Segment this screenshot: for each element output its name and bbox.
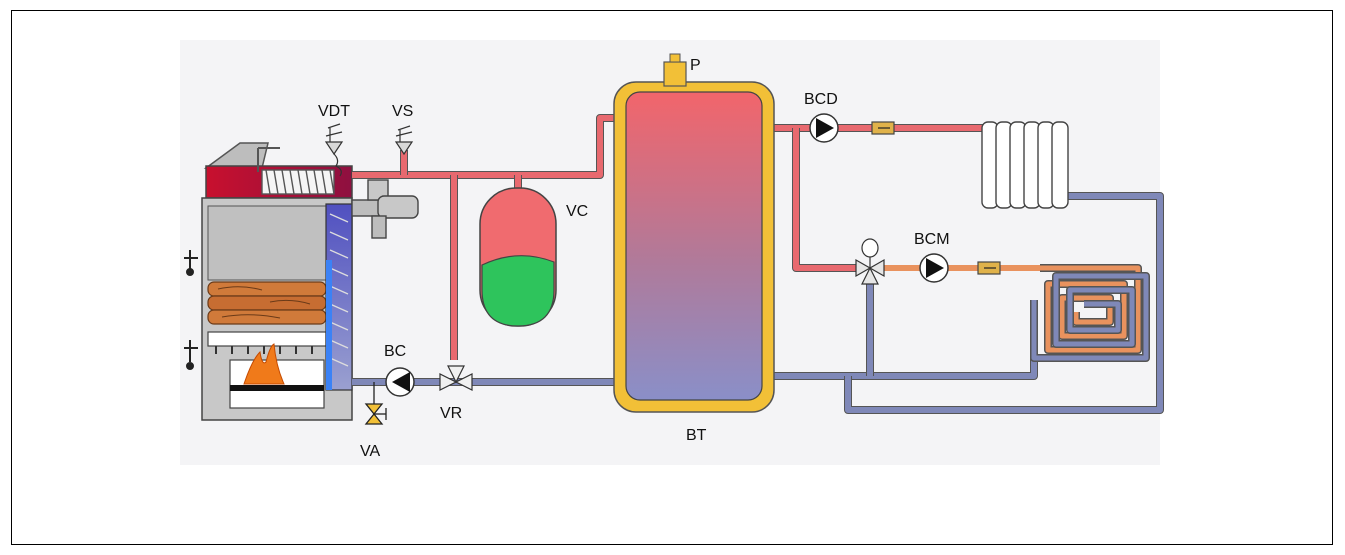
expansion-vessel — [479, 187, 557, 327]
label-bcd: BCD — [804, 91, 838, 108]
thermal-discharge-valve-vdt-icon — [324, 123, 344, 177]
air-purge-icon — [663, 61, 687, 87]
radiator-icon — [981, 121, 1069, 209]
pump-bcd-icon — [809, 113, 839, 143]
boiler — [184, 142, 419, 421]
label-bcm: BCM — [914, 231, 950, 248]
label-bt: BT — [686, 427, 707, 444]
thermostatic-mixing-valve-icon — [855, 238, 885, 285]
door-handle-icon — [184, 250, 198, 370]
label-va: VA — [360, 443, 380, 460]
boiler-grate — [207, 331, 327, 347]
label-vr: VR — [440, 405, 462, 422]
label-vdt: VDT — [318, 103, 350, 120]
supply-pipe — [352, 115, 626, 178]
boiler-coil — [257, 147, 335, 195]
diagram-frame — [11, 10, 1333, 545]
floor-supply-pipe — [793, 128, 862, 271]
buffer-tank — [613, 53, 775, 413]
floor-heating-coil-icon — [1030, 264, 1150, 362]
label-vs: VS — [392, 103, 413, 120]
label-bc: BC — [384, 343, 406, 360]
mixing-valve-vr-icon — [439, 365, 473, 391]
flame-icon — [243, 343, 285, 385]
fan-icon — [351, 179, 419, 239]
pump-bc-icon — [385, 367, 415, 397]
safety-valve-vs-icon — [394, 125, 414, 156]
radiator-return-pipe — [845, 193, 1163, 413]
wood-logs-icon — [207, 281, 327, 325]
flow-meter-icon — [871, 121, 1001, 275]
drain-valve-va-icon — [364, 382, 387, 425]
label-p: P — [690, 57, 701, 74]
hot-pipes — [352, 114, 1040, 360]
label-vc: VC — [566, 203, 588, 220]
pump-bcm-icon — [919, 253, 949, 283]
